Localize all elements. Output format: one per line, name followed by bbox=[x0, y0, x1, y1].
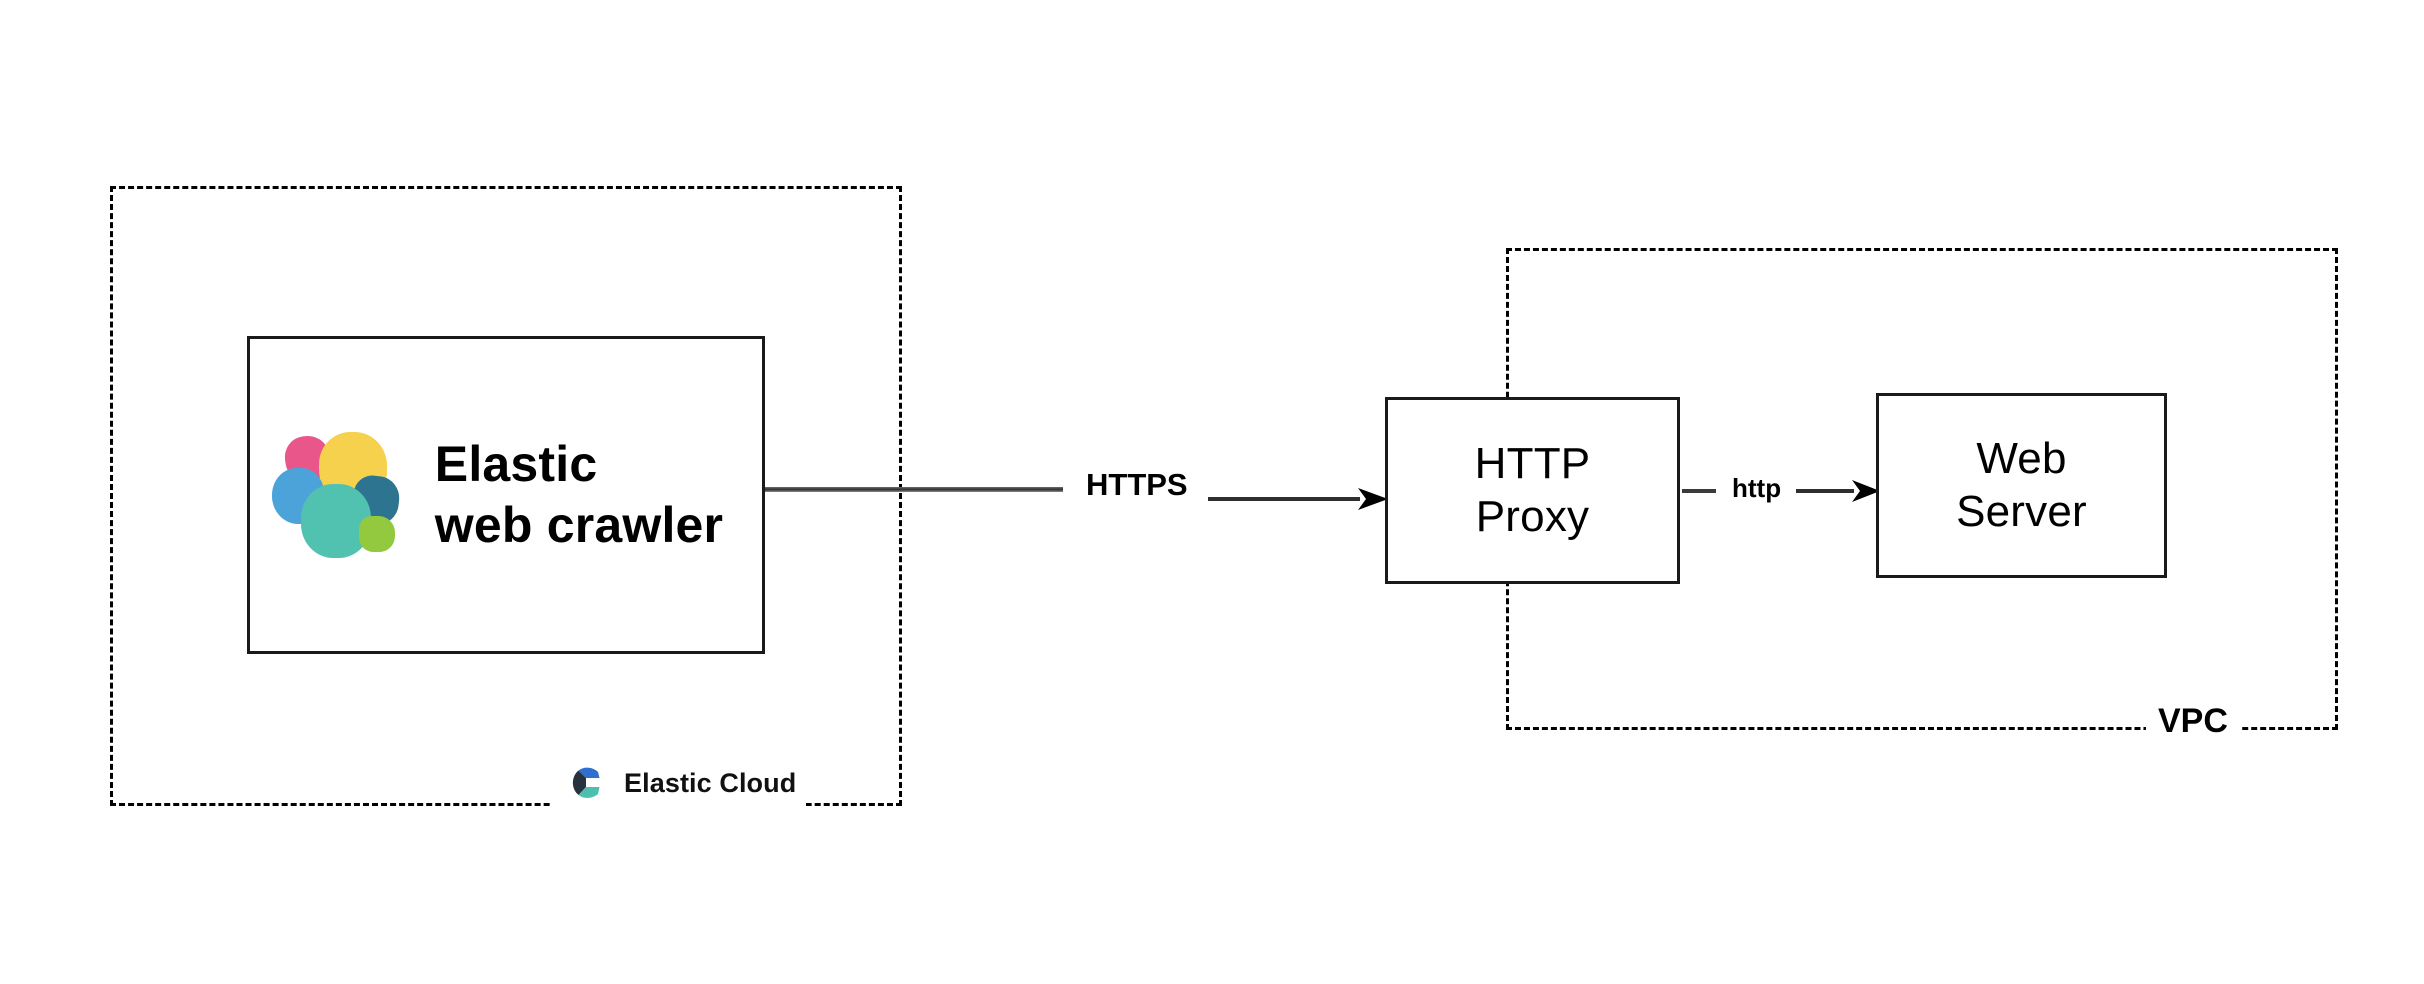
node-label-elastic-web-crawler: Elastic web crawler bbox=[434, 436, 724, 553]
zone-label-elastic-cloud: Elastic Cloud bbox=[624, 767, 797, 798]
edge-label-http: http bbox=[1726, 473, 1788, 504]
node-label-web-server: Web Server bbox=[1956, 433, 2087, 536]
edge-label-https: HTTPS bbox=[1080, 467, 1194, 503]
node-web-server[interactable]: Web Server bbox=[1876, 393, 2167, 578]
connector-crawler-outbound bbox=[763, 487, 1063, 492]
elastic-logo-petal-teal bbox=[300, 484, 371, 558]
elastic-logo-petal-green bbox=[358, 516, 395, 552]
zone-badge-elastic-cloud: Elastic Cloud bbox=[552, 757, 807, 809]
node-http-proxy[interactable]: HTTP Proxy bbox=[1385, 397, 1680, 584]
connector-http-arrow bbox=[1796, 480, 1880, 502]
elastic-bloom-logo bbox=[271, 432, 402, 558]
connector-proxy-stub bbox=[1682, 489, 1716, 493]
zone-label-vpc: VPC bbox=[2146, 700, 2240, 743]
zone-elastic-cloud bbox=[110, 186, 902, 806]
elastic-cloud-logo bbox=[572, 767, 600, 798]
node-label-http-proxy: HTTP Proxy bbox=[1474, 438, 1591, 541]
node-elastic-web-crawler[interactable]: Elastic web crawler bbox=[247, 336, 765, 654]
connector-https-arrow bbox=[1208, 488, 1388, 510]
